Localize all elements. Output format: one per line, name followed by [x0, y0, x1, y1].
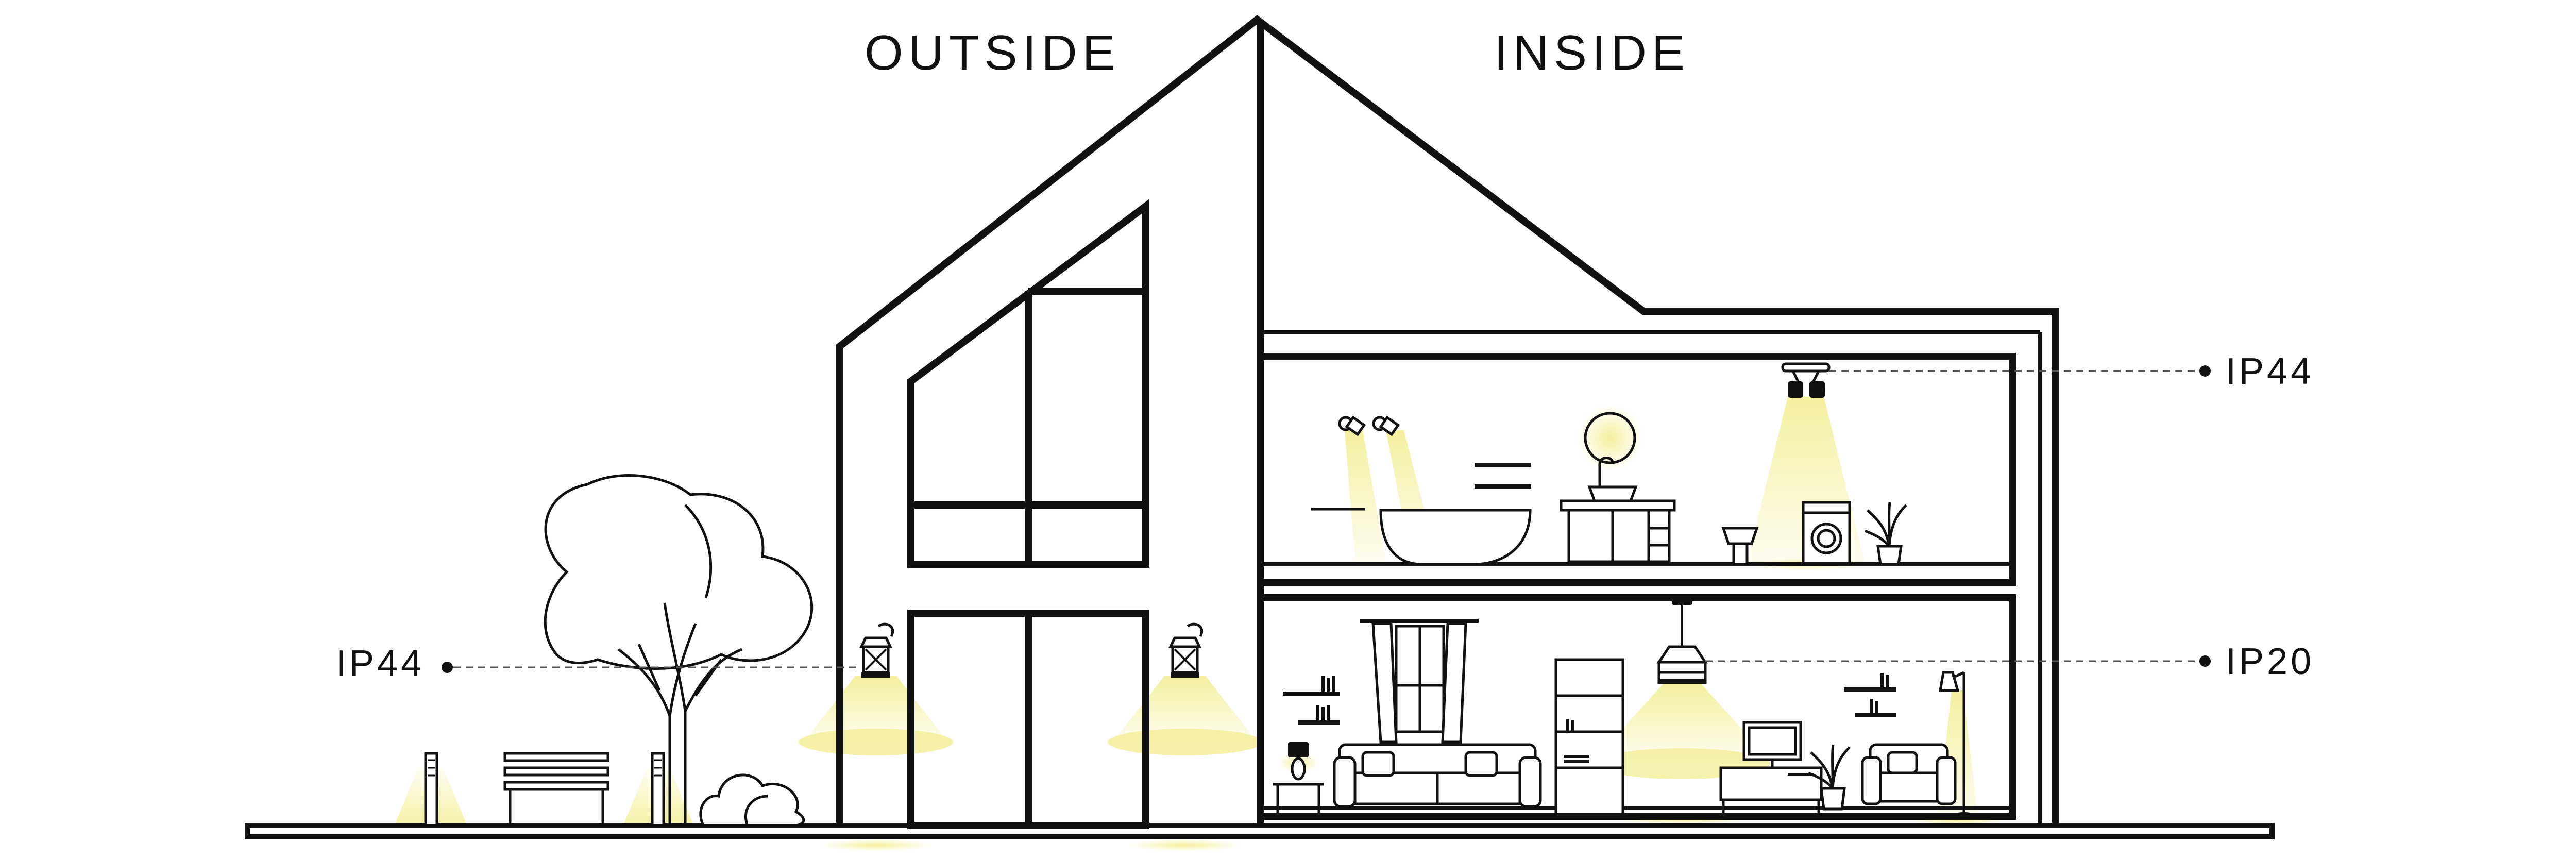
bench [503, 752, 609, 826]
tv-stand [1719, 721, 1823, 814]
leader-line-bathroom [1829, 365, 2211, 377]
house-structure [836, 15, 2059, 826]
wall-lantern-right [1168, 622, 1203, 678]
plant-living [1807, 744, 1851, 811]
ceiling-spotlight-bathroom [1781, 362, 1831, 398]
wall-lantern-left [859, 622, 894, 678]
bathtub [1311, 508, 1532, 566]
vanity-unit [1560, 457, 1676, 563]
outside-heading: OUTSIDE [865, 25, 1121, 80]
round-mirror [1584, 412, 1636, 464]
bookcase [1554, 658, 1624, 816]
inside-heading: INSIDE [1494, 25, 1690, 80]
bathroom-shelves [1475, 463, 1531, 489]
sofa [1333, 743, 1542, 808]
ground-line [245, 823, 2275, 839]
ip-rating-exterior: IP44 [336, 643, 425, 684]
bollard-light-left [424, 752, 438, 827]
washing-machine [1802, 501, 1851, 565]
ip-rating-bathroom: IP44 [2226, 351, 2314, 392]
tree [544, 474, 814, 826]
living-wall-shelf-right [1844, 673, 1896, 717]
leader-line-living [1705, 655, 2211, 667]
upper-window [907, 199, 1149, 568]
bathroom-wall-spots [1338, 415, 1400, 436]
bollard-light-right [651, 752, 665, 827]
living-wall-shelf-left [1283, 676, 1340, 725]
curtained-window [1360, 619, 1479, 744]
table-lamp [1273, 742, 1324, 814]
pendant-lamp [1656, 598, 1708, 684]
leader-line-exterior [442, 662, 861, 673]
armchair [1861, 743, 1957, 805]
ip-rating-living: IP20 [2226, 641, 2314, 682]
lower-window [907, 610, 1149, 829]
toilet [1721, 527, 1759, 566]
plant-bathroom [1864, 502, 1907, 566]
floor-lamp [1939, 671, 1975, 818]
bush [699, 773, 805, 827]
